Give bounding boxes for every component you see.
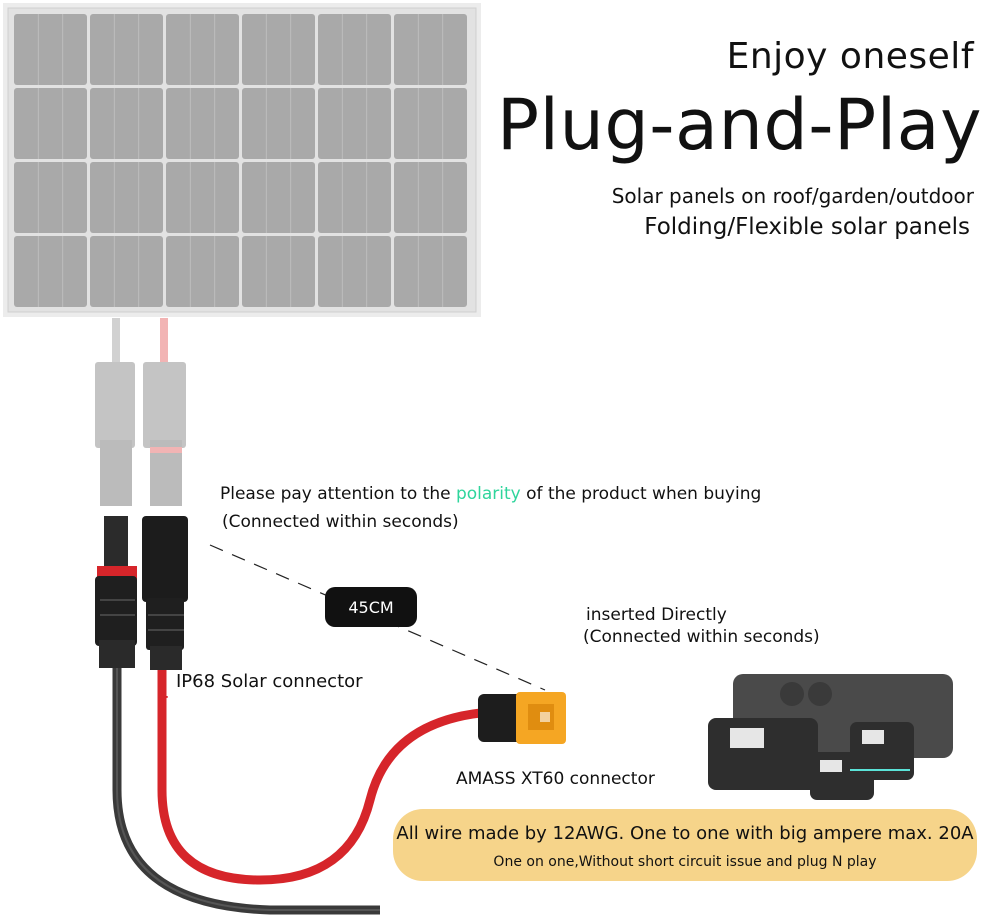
plus-sign: +	[156, 687, 169, 706]
solar-cell	[318, 162, 391, 233]
solar-cell	[242, 162, 315, 233]
solar-cell	[14, 236, 87, 307]
solar-cell	[14, 162, 87, 233]
solar-cell	[242, 236, 315, 307]
solar-cell	[166, 162, 239, 233]
inserted-connected-label: (Connected within seconds)	[583, 627, 820, 647]
solar-cell	[318, 14, 391, 85]
solar-cell	[90, 14, 163, 85]
solar-cell	[394, 236, 467, 307]
subtitle-use-cases: Solar panels on roof/garden/outdoor	[611, 184, 974, 208]
length-badge: 45CM	[325, 587, 417, 627]
inserted-directly-label: inserted Directly	[586, 605, 727, 625]
polarity-highlight: polarity	[455, 484, 521, 504]
mc4-connector-faded	[95, 318, 186, 506]
solar-cell	[394, 162, 467, 233]
title-tagline: Enjoy oneself	[726, 36, 974, 77]
spec-banner: All wire made by 12AWG. One to one with …	[393, 809, 977, 881]
solar-cell	[166, 14, 239, 85]
connected-note: (Connected within seconds)	[222, 512, 459, 532]
solar-cell	[90, 88, 163, 159]
solar-cell	[90, 162, 163, 233]
solar-cell	[242, 14, 315, 85]
page-title: Plug-and-Play	[496, 84, 982, 166]
solar-cell	[166, 88, 239, 159]
solar-panel-image	[3, 3, 481, 317]
spec-banner-line1: All wire made by 12AWG. One to one with …	[396, 823, 974, 844]
polarity-notice: Please pay attention to the polarity of …	[220, 484, 761, 504]
ip68-connector-label: IP68 Solar connector	[176, 671, 363, 692]
solar-cell	[14, 88, 87, 159]
length-leader-line	[209, 544, 546, 691]
solar-cell	[242, 88, 315, 159]
solar-cell	[90, 236, 163, 307]
solar-cell	[166, 236, 239, 307]
mc4-connector-pair	[95, 516, 188, 670]
power-station-image	[708, 674, 953, 800]
cable-set	[112, 660, 491, 915]
subtitle-panel-types: Folding/Flexible solar panels	[644, 214, 970, 240]
polarity-notice-before: Please pay attention to the	[220, 484, 456, 504]
solar-cell	[394, 88, 467, 159]
xt60-connector-label: AMASS XT60 connector	[456, 769, 655, 789]
spec-banner-line2: One on one,Without short circuit issue a…	[493, 854, 877, 870]
xt60-connector	[478, 692, 566, 744]
solar-cell	[318, 236, 391, 307]
solar-cell	[14, 14, 87, 85]
solar-cell	[394, 14, 467, 85]
polarity-notice-after: of the product when buying	[520, 484, 762, 504]
solar-cell	[318, 88, 391, 159]
